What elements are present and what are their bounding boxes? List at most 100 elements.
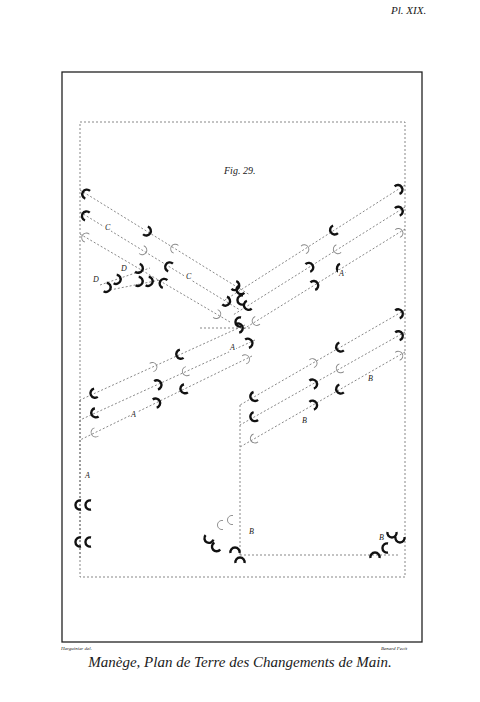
horseshoe-prints — [75, 183, 404, 563]
callout-letter: A — [338, 270, 345, 278]
horseshoe — [222, 297, 232, 308]
horseshoe — [85, 537, 91, 546]
horseshoe — [114, 275, 122, 286]
horseshoe — [235, 317, 241, 326]
horseshoe — [85, 500, 91, 509]
horseshoe — [169, 242, 179, 253]
horseshoe — [75, 537, 81, 546]
horseshoe — [90, 408, 99, 419]
horseshoe — [235, 557, 244, 563]
horseshoe — [135, 264, 144, 275]
track-line — [200, 328, 252, 329]
track-line — [80, 212, 240, 310]
track-line — [80, 340, 255, 420]
horseshoe — [242, 353, 251, 364]
plate-number: Fig. 29. — [223, 166, 256, 176]
track-line — [240, 555, 400, 556]
horseshoe — [181, 367, 190, 378]
track-line — [80, 400, 81, 560]
horseshoe — [163, 261, 173, 272]
horseshoe — [139, 246, 149, 257]
horseshoe — [305, 261, 315, 272]
horseshoe — [250, 316, 260, 327]
horseshoe — [387, 532, 396, 538]
horseshoe — [332, 245, 342, 256]
horseshoe — [150, 361, 159, 372]
horseshoe — [136, 277, 144, 288]
plate-number: Pl. XIX. — [390, 5, 427, 16]
horseshoe — [309, 399, 318, 410]
horseshoe — [328, 226, 338, 237]
track-line — [240, 310, 405, 405]
callout-letter: A — [229, 344, 236, 352]
horseshoe — [370, 552, 379, 558]
horseshoe — [245, 337, 254, 348]
horseshoe — [179, 384, 188, 395]
horseshoe — [175, 350, 184, 361]
horseshoe — [227, 515, 233, 524]
horseshoe — [395, 227, 405, 238]
track-line — [80, 190, 250, 295]
horseshoe — [210, 543, 220, 554]
callout-letter: B — [248, 528, 255, 536]
horseshoe — [395, 537, 404, 543]
horseshoe — [382, 543, 388, 552]
horseshoe — [89, 428, 98, 439]
horseshoe — [309, 357, 318, 368]
manege-outline — [80, 122, 405, 577]
horseshoe — [80, 231, 89, 242]
horseshoe — [237, 295, 243, 304]
horseshoe — [154, 379, 163, 390]
plate-frame — [62, 72, 422, 642]
horseshoe — [213, 309, 222, 320]
horseshoe — [230, 547, 239, 553]
callout-letter: B — [301, 417, 308, 425]
horseshoe — [249, 412, 258, 423]
horseshoe — [158, 277, 167, 288]
horseshoe — [334, 385, 343, 396]
horseshoe — [80, 210, 90, 221]
horseshoe — [301, 243, 311, 254]
track-line — [225, 185, 405, 300]
track-line — [240, 405, 241, 555]
horseshoe — [395, 183, 405, 194]
horseshoe — [335, 364, 344, 375]
track-line — [80, 325, 245, 400]
plate-caption: Manège, Plan de Terre des Changements de… — [0, 654, 480, 671]
callout-letter: D — [92, 276, 100, 284]
track-lines — [80, 185, 405, 560]
horseshoe — [395, 308, 404, 319]
horseshoe — [81, 188, 91, 199]
horseshoe — [334, 343, 343, 354]
callout-letter: A — [130, 411, 137, 419]
horseshoe — [242, 301, 252, 312]
callout-letter: A — [84, 472, 91, 480]
horseshoe — [217, 520, 223, 529]
horseshoe — [395, 330, 404, 341]
callout-letter: D — [120, 265, 128, 273]
track-line — [80, 356, 252, 440]
track-line — [240, 332, 405, 425]
track-line — [80, 234, 230, 322]
horseshoe — [309, 378, 318, 389]
horseshoe — [203, 535, 214, 544]
track-line — [240, 352, 405, 447]
horseshoe — [249, 434, 258, 445]
horseshoe — [75, 500, 81, 509]
horseshoe — [104, 283, 112, 294]
horseshoe — [395, 205, 405, 216]
track-line — [233, 207, 405, 315]
horseshoe — [310, 279, 320, 290]
engraver-signature: Harguinier del. — [60, 646, 93, 651]
horseshoe — [395, 350, 404, 361]
track-line — [242, 229, 405, 330]
callout-letter: B — [367, 375, 374, 383]
callout-letter: C — [185, 273, 192, 281]
horseshoe — [153, 397, 162, 408]
callout-letter: B — [378, 534, 385, 542]
horseshoe — [249, 392, 258, 403]
engraver-signature: Benard Fecit — [380, 646, 408, 651]
horseshoe — [146, 277, 154, 288]
horseshoe — [89, 389, 98, 400]
